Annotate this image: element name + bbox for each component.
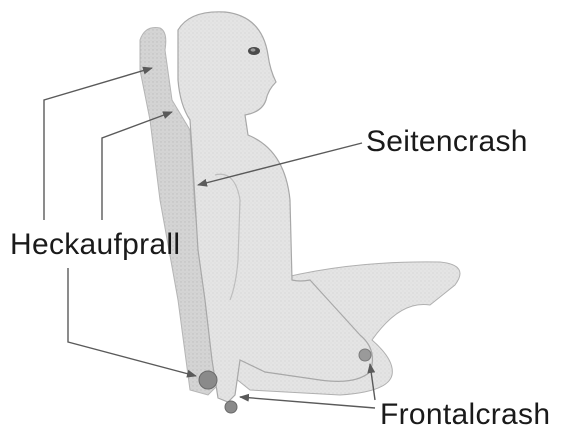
sensor-front-icon: [225, 401, 237, 413]
frontal-impact-leader-left: [240, 397, 375, 408]
frontal-impact-label: Frontalcrash: [380, 400, 550, 430]
sensor-seat-base-icon: [199, 371, 217, 389]
rear-impact-label: Heckaufprall: [10, 230, 180, 260]
sensor-cushion-icon: [359, 349, 371, 361]
eye-highlight: [251, 48, 256, 51]
rear-impact-leader-upper: [44, 68, 152, 220]
side-impact-label: Seitencrash: [366, 127, 528, 157]
